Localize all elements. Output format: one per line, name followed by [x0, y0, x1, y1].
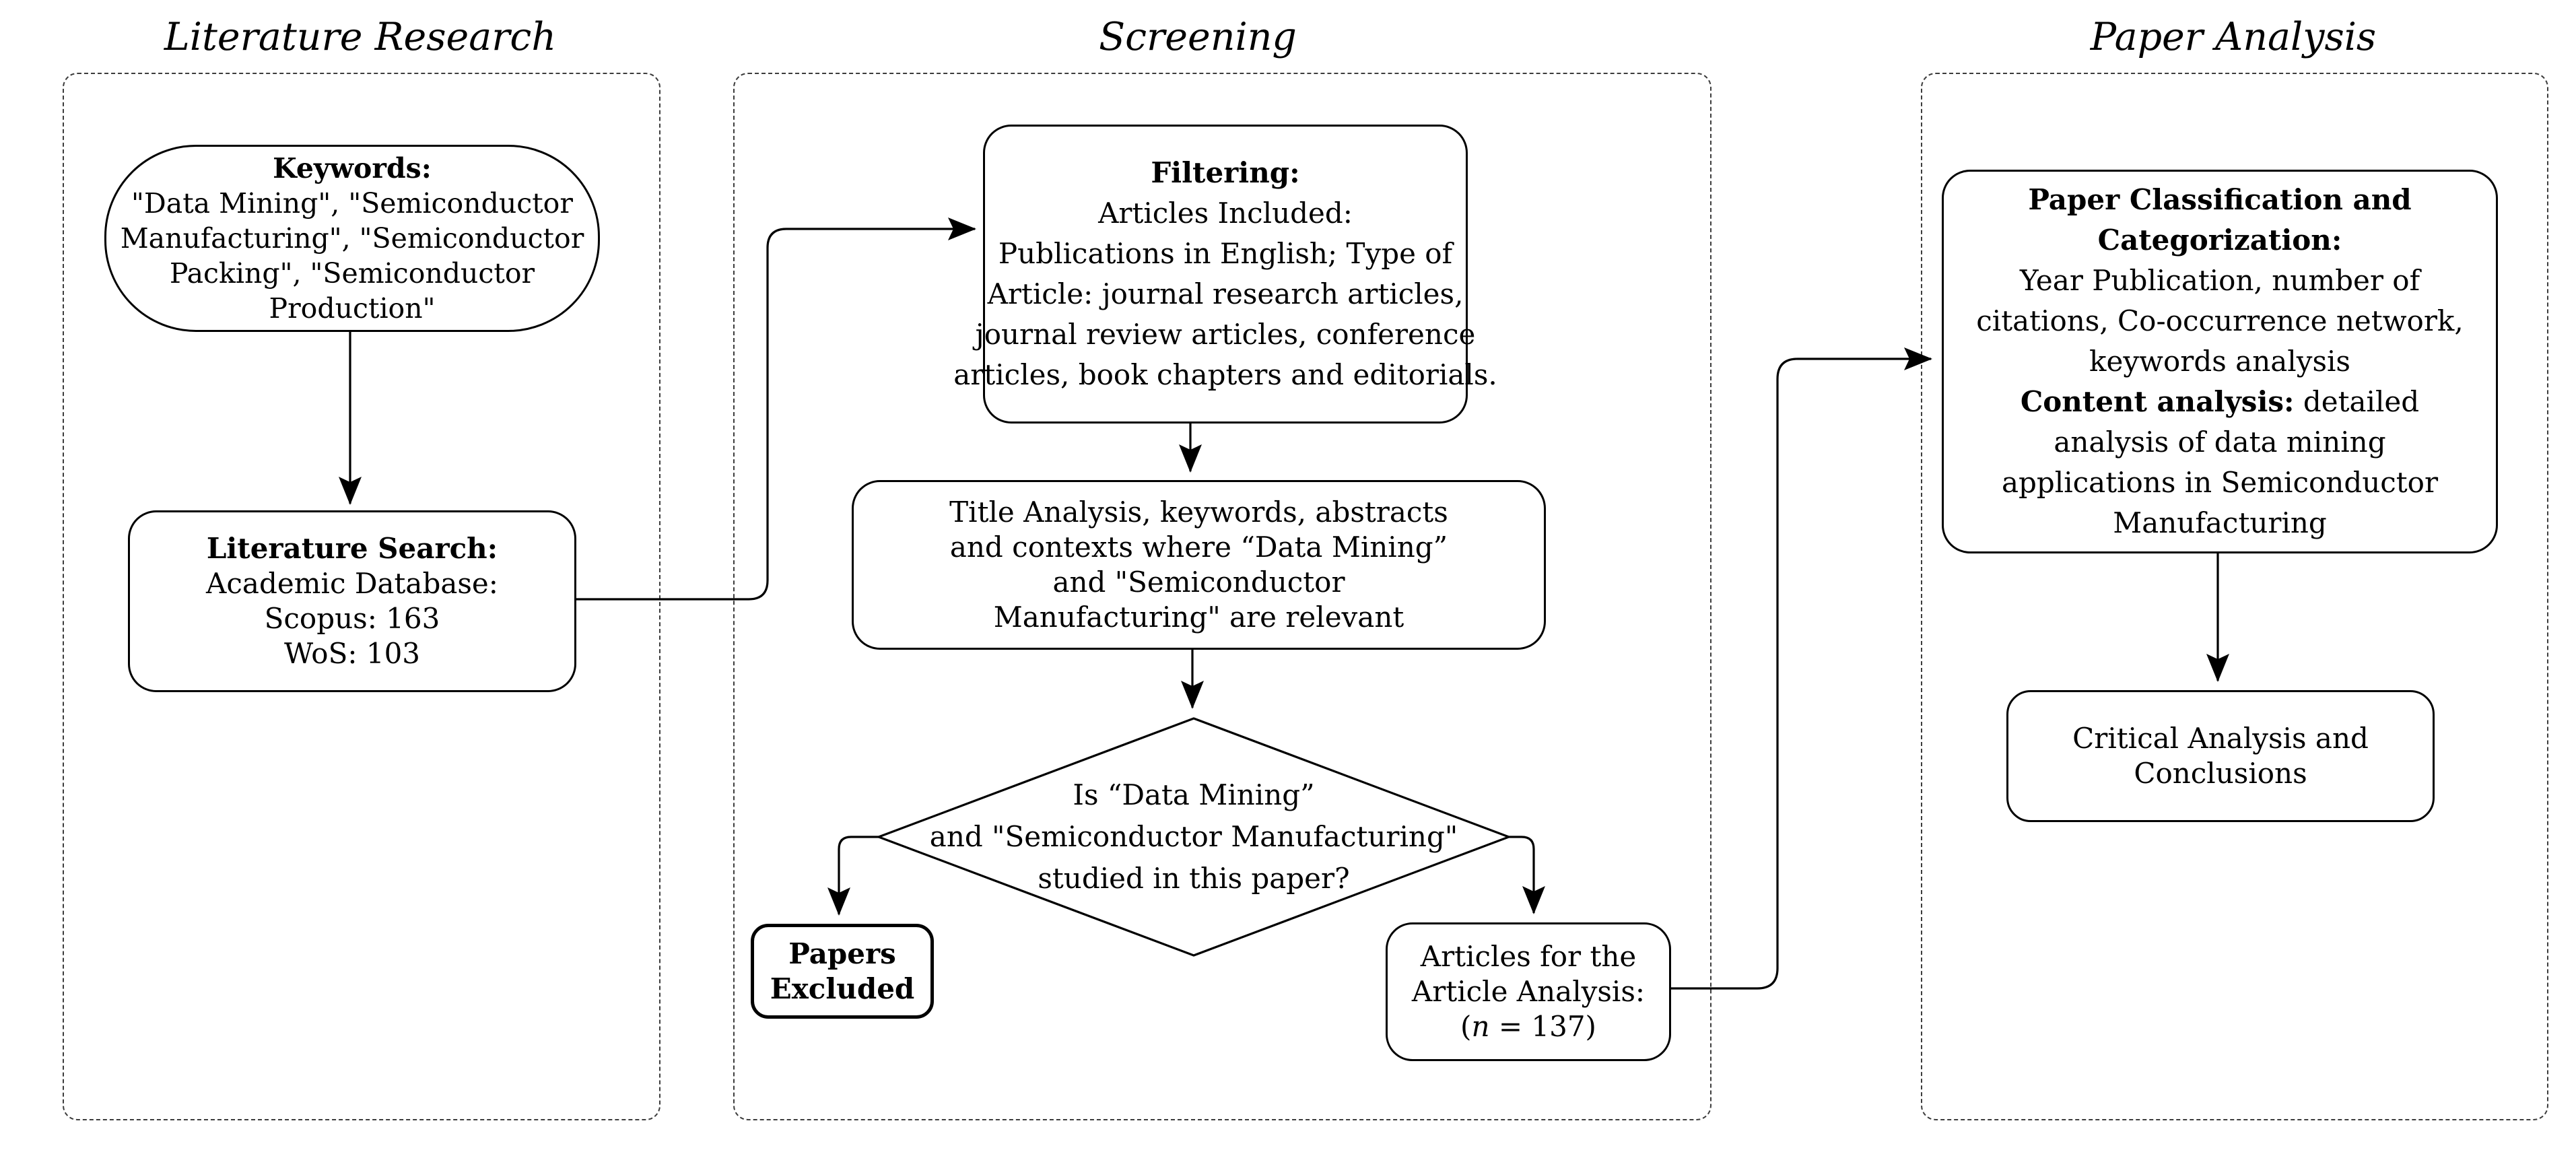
decision-line: Is “Data Mining” [1073, 778, 1315, 811]
articles-line: Articles for the [1420, 940, 1637, 973]
filtering-line: Articles Included: [1098, 197, 1353, 230]
papers-excluded-line: Excluded [770, 972, 915, 1005]
section-title-literature-research: Literature Research [164, 15, 557, 59]
keywords-line: Manufacturing", "Semiconductor [120, 222, 584, 255]
keywords-line: Production" [269, 292, 436, 325]
decision-node-text: Is “Data Mining” and "Semiconductor Manu… [891, 772, 1497, 902]
critical-analysis-line: Critical Analysis and [2072, 722, 2369, 755]
keywords-line: Packing", "Semiconductor [169, 257, 535, 290]
literature-search-line: Academic Database: [206, 567, 498, 600]
articles-count-line: (n = 137) [1460, 1010, 1596, 1043]
critical-analysis-line: Conclusions [2134, 757, 2307, 790]
literature-search-line: WoS: 103 [283, 637, 421, 670]
title-analysis-line: Title Analysis, keywords, abstracts [949, 496, 1448, 529]
decision-diamond [877, 717, 1510, 957]
paper-classification-heading: Categorization: [2097, 224, 2342, 257]
critical-analysis-node: Critical Analysis and Conclusions [2006, 690, 2435, 822]
paper-classification-line: applications in Semiconductor [2001, 466, 2439, 499]
content-analysis-line: Content analysis: detailed [2020, 385, 2420, 418]
connector-decision-to-papers-excluded [827, 836, 879, 916]
literature-search-heading: Literature Search: [206, 532, 498, 565]
keywords-node: Keywords: "Data Mining", "Semiconductor … [104, 145, 600, 332]
keywords-line: "Data Mining", "Semiconductor [131, 187, 573, 219]
articles-line: Article Analysis: [1411, 975, 1646, 1008]
filtering-line: articles, book chapters and editorials. [953, 358, 1497, 391]
title-analysis-line: and contexts where “Data Mining” [949, 531, 1448, 564]
decision-line: and "Semiconductor Manufacturing" [929, 820, 1458, 853]
filtering-heading: Filtering: [1151, 156, 1300, 189]
paper-classification-line: analysis of data mining [2054, 426, 2386, 459]
section-paper-analysis-frame [1921, 73, 2548, 1120]
decision-line: studied in this paper? [1038, 862, 1350, 895]
paper-classification-line: keywords analysis [2089, 345, 2350, 378]
paper-classification-line: citations, Co-occurrence network, [1976, 304, 2464, 337]
paper-classification-line: Manufacturing [2113, 506, 2327, 539]
paper-classification-node: Paper Classification and Categorization:… [1942, 170, 2498, 553]
literature-search-node: Literature Search: Academic Database: Sc… [128, 510, 576, 692]
filtering-line: journal review articles, conference [975, 318, 1476, 351]
section-title-screening: Screening [1099, 15, 1297, 59]
title-analysis-line: Manufacturing" are relevant [993, 601, 1404, 634]
literature-search-line: Scopus: 163 [264, 602, 440, 635]
filtering-line: Article: journal research articles, [987, 277, 1464, 310]
section-title-paper-analysis: Paper Analysis [2090, 15, 2377, 59]
keywords-heading: Keywords: [273, 152, 432, 184]
paper-classification-line: Year Publication, number of [2019, 264, 2420, 297]
sample-size-variable: n [1471, 1010, 1490, 1043]
section-literature-research-frame [63, 73, 660, 1120]
connector-decision-to-articles [1509, 836, 1545, 914]
section-screening-frame [733, 73, 1711, 1120]
papers-excluded-node: Papers Excluded [751, 924, 934, 1019]
articles-for-analysis-node: Articles for the Article Analysis: (n = … [1386, 922, 1671, 1061]
title-analysis-line: and "Semiconductor [1052, 566, 1345, 599]
connector-literature-search-to-filtering [572, 217, 976, 601]
connector-articles-to-paper-classification [1666, 347, 1932, 990]
paper-classification-heading: Paper Classification and [2028, 183, 2412, 216]
filtering-line: Publications in English; Type of [998, 237, 1453, 270]
title-analysis-node: Title Analysis, keywords, abstracts and … [852, 480, 1546, 650]
filtering-node: Filtering: Articles Included: Publicatio… [953, 125, 1497, 424]
papers-excluded-line: Papers [788, 937, 896, 970]
